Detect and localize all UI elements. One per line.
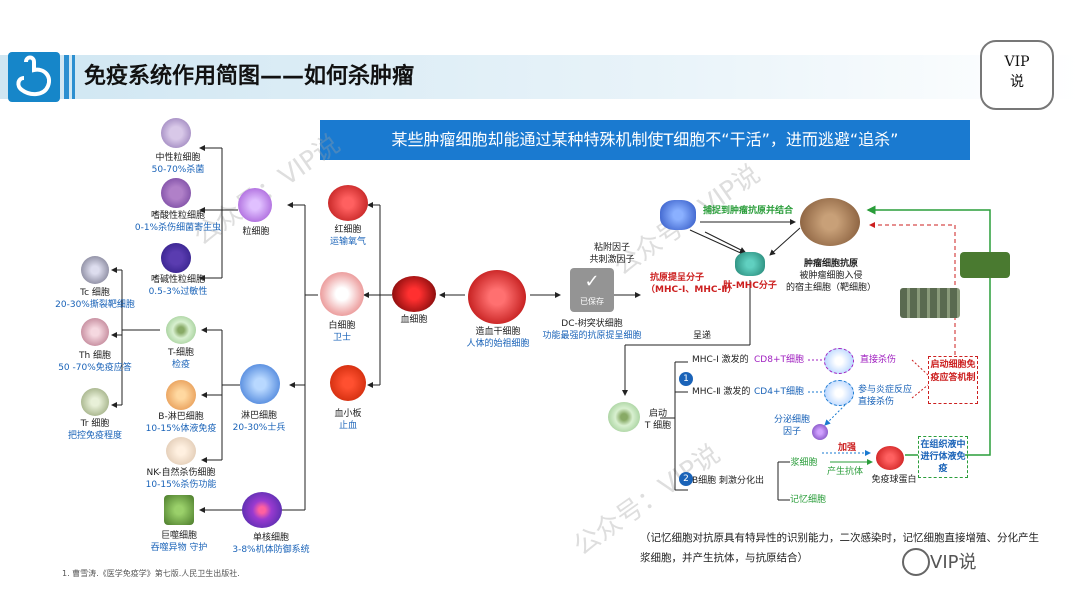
soldiers-image (900, 288, 960, 318)
bcell-line-label: B细胞 刺激分化出 (692, 476, 765, 486)
tc-cell-image (81, 256, 109, 284)
rbc-image (328, 185, 368, 221)
cd4-label: CD4+T细胞 (754, 387, 804, 397)
inflam-label: 参与炎症反应直接杀伤 (858, 385, 913, 407)
platelet-label: 血小板止血 (334, 409, 362, 431)
apc-image (660, 200, 696, 230)
immunoglobulin-image (876, 446, 904, 470)
monocyte-image (242, 492, 282, 528)
badge-line: VIP (1004, 54, 1030, 70)
present-label: 呈递 (692, 331, 711, 341)
plasma-label: 浆细胞 (790, 458, 818, 468)
macrophage-image (164, 495, 194, 525)
dc-label: DC-树突状细胞功能最强的抗原提呈细胞 (542, 319, 642, 341)
wbc-image (320, 272, 364, 316)
secrete-label: 分泌细胞因子 (773, 415, 810, 437)
memory-label: 记忆细胞 (789, 495, 826, 505)
t-cell-start-image (608, 402, 640, 432)
peptide-label: 肽-MHC分子 (723, 281, 777, 291)
tumor-label: 肿瘤细胞抗原被肿瘤细胞入侵的宿主细胞（靶细胞） (785, 259, 876, 293)
wbc-label: 白细胞卫士 (328, 321, 356, 343)
stomach-logo-icon (8, 52, 60, 102)
header-bar (72, 55, 75, 99)
peptide-image (735, 252, 765, 276)
cd8-cell-image (824, 348, 854, 374)
cd4-cell-image (824, 380, 854, 406)
banner: 某些肿瘤细胞却能通过某种特殊机制使T细胞不“干活”，进而逃避“追杀” (320, 120, 970, 160)
saved-overlay[interactable]: ✓ 已保存 (570, 268, 614, 312)
t-cell-label: T-细胞检疫 (168, 348, 194, 370)
granulocyte-label: 粒细胞 (242, 227, 270, 237)
vip-badge: VIP 说 (980, 40, 1054, 110)
b-cell-image (166, 380, 196, 410)
tumor-image (800, 198, 860, 246)
apc-label: 抗原提呈分子（MHC-Ⅰ、MHC-Ⅱ） (646, 273, 737, 295)
th-cell-image (81, 318, 109, 346)
step-badge: 2 (679, 472, 693, 486)
t-cell-image (166, 316, 196, 344)
basophil-image (161, 243, 191, 273)
memo-text: （记忆细胞对抗原具有特异性的识别能力，二次感染时，记忆细胞直接增殖、分化产生浆细… (640, 532, 1039, 564)
wechat-icon (902, 548, 930, 576)
step-badge: 1 (679, 372, 693, 386)
adhesion-label: 粘附因子共刺激因子 (589, 243, 635, 265)
tr-cell-image (81, 388, 109, 416)
strengthen-label: 加强 (837, 443, 856, 453)
stemcell-label: 造血干细胞人体的始祖细胞 (466, 327, 530, 349)
eosinophil-image (161, 178, 191, 208)
neutrophil-image (161, 118, 191, 148)
header-bar (64, 55, 69, 99)
mhc1-label: MHC-Ⅰ 激发的 (692, 355, 749, 365)
granulocyte-image (238, 188, 272, 222)
rbc-label: 红细胞运输氧气 (329, 225, 366, 247)
badge-line: 说 (1010, 74, 1024, 90)
bloodcell-image (392, 276, 436, 312)
page-title: 免疫系统作用简图——如何杀肿瘤 (84, 64, 415, 89)
mhc2-label: MHC-Ⅱ 激发的 (692, 387, 751, 397)
cytokine-image (812, 424, 828, 440)
footnote: 1. 曹雪涛.《医学免疫学》第七版.人民卫生出版社. (62, 569, 240, 578)
platelet-image (330, 365, 366, 401)
antibody-label: 产生抗体 (826, 467, 863, 477)
cd8-label: CD8+T细胞 (754, 355, 804, 365)
header-band (0, 55, 1080, 99)
tank-image (960, 252, 1010, 278)
nk-cell-image (166, 437, 196, 465)
tissue-box: 在组织液中进行体液免疫 (918, 436, 968, 478)
macrophage-label: 巨噬细胞吞噬异物 守护 (150, 531, 208, 553)
immunoglobulin-label: 免疫球蛋白 (871, 475, 917, 485)
saved-label: 已保存 (580, 297, 604, 306)
start-box: 启动细胞免疫应答机制 (928, 356, 978, 404)
direct-kill-label: 直接杀伤 (860, 355, 897, 365)
stemcell-image (468, 270, 526, 324)
brand-label: VIP说 (930, 552, 977, 573)
bloodcell-label: 血细胞 (400, 315, 428, 325)
capture-label: 捕捉到肿瘤抗原并结合 (702, 206, 793, 216)
check-icon: ✓ (584, 271, 600, 292)
lymphocyte-image (240, 364, 280, 404)
tr-cell-label: Tr 细胞把控免疫程度 (67, 419, 122, 441)
